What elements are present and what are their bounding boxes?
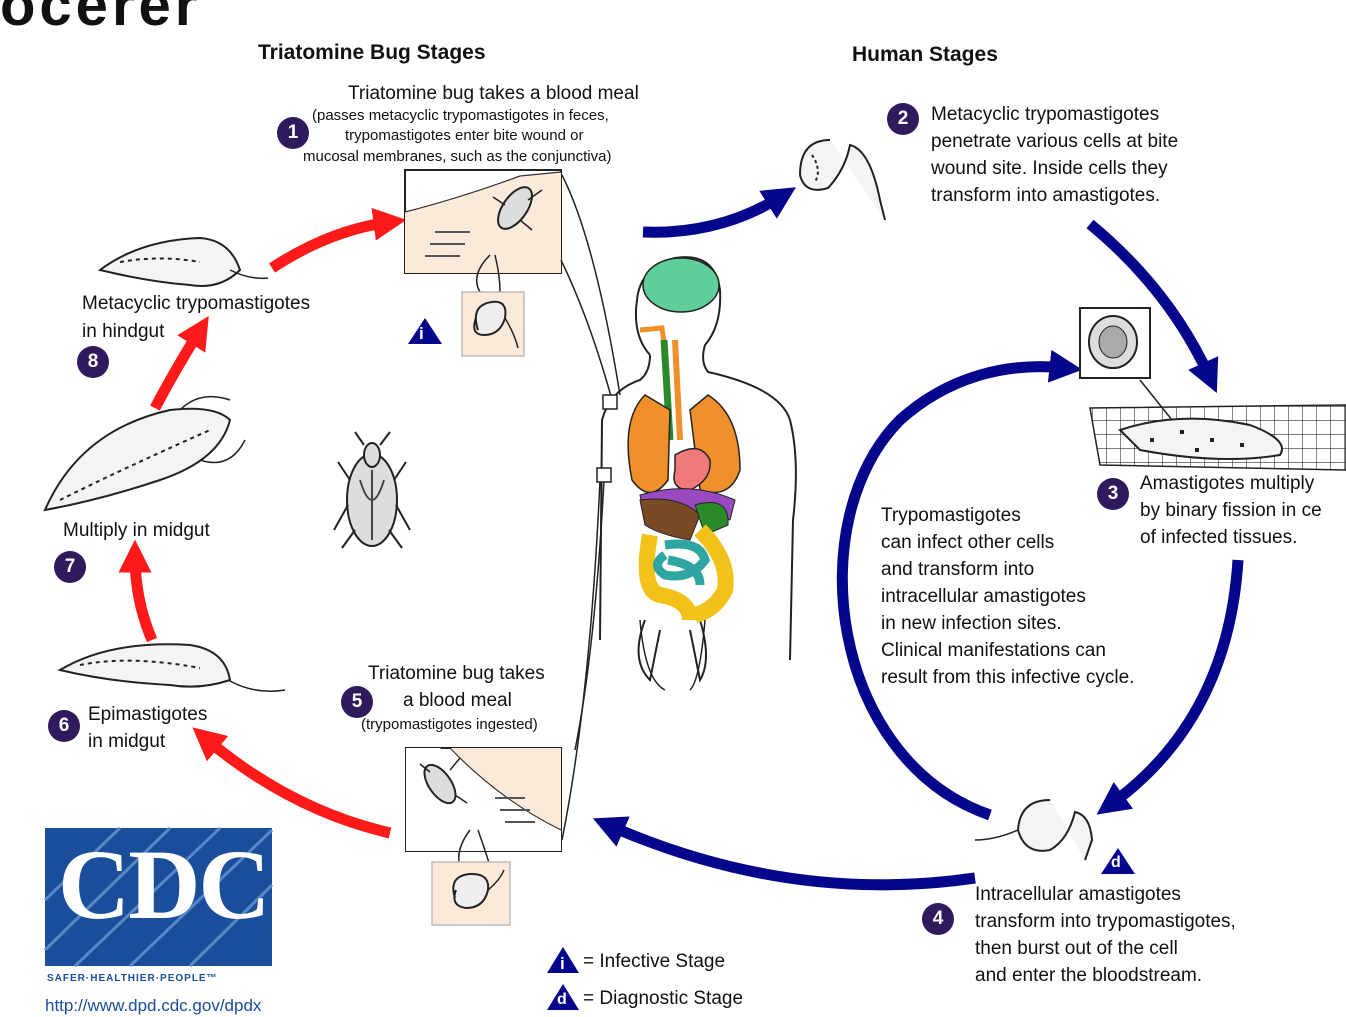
step-5-line: Triatomine bug takes: [368, 662, 545, 686]
step-2-line: penetrate various cells at bite: [931, 130, 1178, 154]
top-cropped-text: ocerer: [0, 0, 201, 43]
step-5-detail: (trypomastigotes ingested): [361, 716, 538, 735]
inset-parasite-1: [462, 292, 524, 356]
cdc-tagline: SAFER·HEALTHIER·PEOPLE™: [47, 973, 218, 986]
infective-stage-marker-1: [408, 318, 442, 344]
cycle-note-line: intracellular amastigotes: [881, 585, 1086, 609]
parasite-2: [800, 140, 885, 220]
step-6-badge: 6: [48, 710, 80, 742]
cycle-note-line: result from this infective cycle.: [881, 666, 1134, 690]
legend-diagnostic-label: = Diagnostic Stage: [583, 987, 743, 1011]
step-6-line: in midgut: [88, 730, 165, 754]
infective-marker-letter: i: [419, 323, 424, 344]
step-3-line: of infected tissues.: [1140, 526, 1297, 550]
legend-infective-label: = Infective Stage: [583, 950, 725, 974]
step-1-detail-line: trypomastigotes enter bite wound or: [345, 127, 583, 146]
bite-wound-box-1: [405, 170, 561, 273]
bug-stages-header: Triatomine Bug Stages: [258, 40, 486, 66]
legend-infective-letter: i: [560, 953, 565, 974]
step-3-line: by binary fission in ce: [1140, 499, 1322, 523]
step-7-badge: 7: [54, 551, 86, 583]
legend-diagnostic-letter: d: [557, 990, 567, 1010]
lung-left: [628, 395, 670, 493]
parasite-7: [45, 397, 245, 510]
step-5-badge: 5: [341, 686, 373, 718]
step-6-line: Epimastigotes: [88, 703, 207, 727]
cycle-note-line: Clinical manifestations can: [881, 639, 1106, 663]
cycle-note-line: in new infection sites.: [881, 612, 1062, 636]
infected-muscle-tissue: [1090, 405, 1346, 470]
arrow-8-to-1: [272, 222, 390, 268]
step-1-title: Triatomine bug takes a blood meal: [348, 82, 639, 106]
step-3-line: Amastigotes multiply: [1140, 472, 1314, 496]
step-8-line: in hindgut: [82, 320, 164, 344]
step-8-badge: 8: [77, 346, 109, 378]
step-7-line: Multiply in midgut: [63, 519, 210, 543]
step-4-line: then burst out of the cell: [975, 937, 1178, 961]
step-8-line: Metacyclic trypomastigotes: [82, 292, 310, 316]
triatomine-bug-illustration: [334, 432, 410, 548]
arrow-5-to-6: [205, 738, 390, 833]
step-5-line: a blood meal: [403, 689, 512, 713]
arrow-4-to-5: [608, 825, 975, 885]
brain: [643, 258, 719, 312]
cycle-note-line: can infect other cells: [881, 531, 1054, 555]
human-body: [597, 257, 796, 690]
step-4-line: Intracellular amastigotes: [975, 883, 1181, 907]
step-4-line: and enter the bloodstream.: [975, 964, 1202, 988]
step-1-detail-line: mucosal membranes, such as the conjuncti…: [303, 148, 611, 167]
cycle-note-line: and transform into: [881, 558, 1034, 582]
diagnostic-marker-letter: d: [1111, 853, 1121, 873]
parasite-6: [60, 644, 285, 691]
parasite-8: [100, 238, 268, 286]
cycle-note-line: Trypomastigotes: [881, 504, 1021, 528]
human-stages-header: Human Stages: [852, 42, 998, 68]
arrow-1-to-2: [643, 196, 782, 232]
step-4-badge: 4: [922, 903, 954, 935]
step-2-line: transform into amastigotes.: [931, 184, 1160, 208]
arrow-6-to-7: [135, 556, 152, 640]
inset-parasite-5: [432, 862, 510, 925]
cdc-logo-text: CDC: [58, 822, 269, 947]
step-4-line: transform into trypomastigotes,: [975, 910, 1236, 934]
bite-wound-box-5: [406, 748, 561, 851]
step-3-badge: 3: [1097, 478, 1129, 510]
step-2-line: Metacyclic trypomastigotes: [931, 103, 1159, 127]
parasite-4: [975, 800, 1092, 860]
step-2-line: wound site. Inside cells they: [931, 157, 1168, 181]
step-2-badge: 2: [887, 103, 919, 135]
step-1-detail-line: (passes metacyclic trypomastigotes in fe…: [312, 107, 609, 126]
dpdx-link[interactable]: http://www.dpd.cdc.gov/dpdx: [45, 995, 261, 1016]
step-1-badge: 1: [277, 117, 309, 149]
